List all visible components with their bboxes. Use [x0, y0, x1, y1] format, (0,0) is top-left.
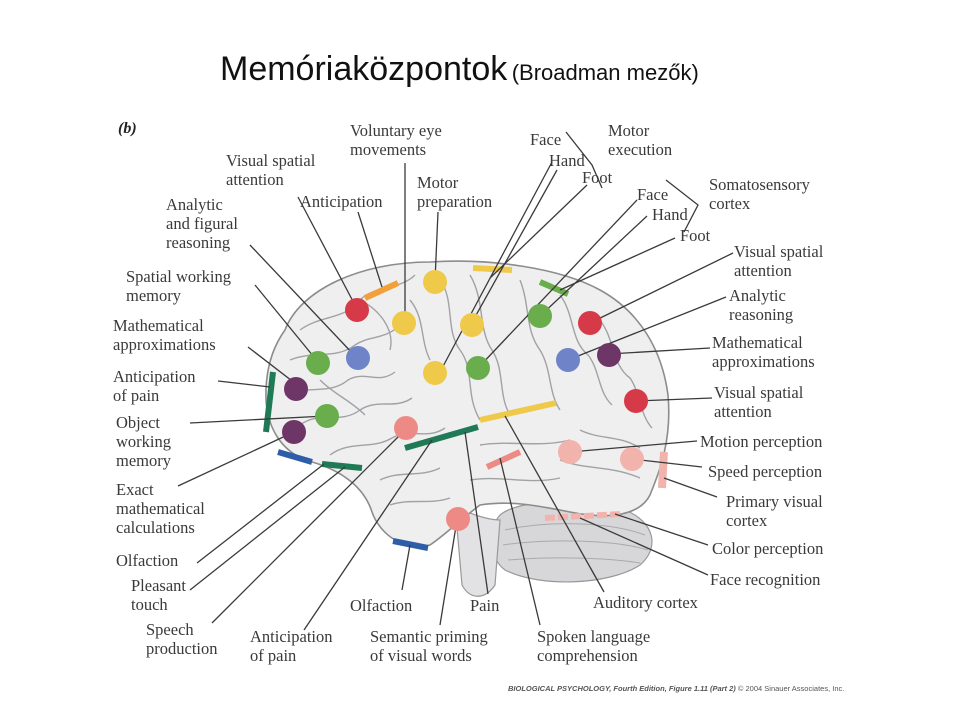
strip-blue-bottom — [392, 538, 429, 551]
label-olfaction-bottom: Olfaction — [350, 596, 412, 615]
title-subtitle: (Broadman mezők) — [511, 60, 699, 85]
label-foot-somato: Foot — [680, 226, 711, 245]
label-pain: Pain — [470, 596, 499, 615]
dot-pink-pain — [446, 507, 470, 531]
activation-dots — [282, 270, 648, 531]
strip-dark-green-bottom — [321, 461, 363, 471]
label-hand-somato: Hand — [652, 205, 688, 224]
label-motion-perception: Motion perception — [700, 432, 822, 451]
credit-copyright: © 2004 Sinauer Associates, Inc. — [737, 684, 845, 693]
dot-green-object-wm — [315, 404, 339, 428]
label-speed-perception: Speed perception — [708, 462, 822, 481]
brainstem — [454, 503, 501, 597]
panel-label: (b) — [118, 120, 137, 137]
dot-purple-exact-math — [282, 420, 306, 444]
dot-pink-speech — [394, 416, 418, 440]
strip-yellow-top — [472, 265, 513, 273]
strip-orange — [363, 280, 400, 301]
cerebellum — [490, 501, 653, 583]
label-foot-motor: Foot — [582, 168, 613, 187]
title-main: Memóriaközpontok — [220, 50, 508, 88]
dot-blue-analytic-figural — [346, 346, 370, 370]
dot-purple-math-right — [597, 343, 621, 367]
slide-title: Memóriaközpontok (Broadman mezők) — [220, 50, 699, 89]
label-face-recognition: Face recognition — [710, 570, 820, 589]
dot-green-spatial-wm — [306, 351, 330, 375]
strip-dark-green-left — [263, 371, 276, 433]
dot-purple-math-left — [284, 377, 308, 401]
dot-light-pink-speed — [620, 447, 644, 471]
dot-red-visual-spatial-right — [624, 389, 648, 413]
label-anticipation: Anticipation — [300, 192, 382, 211]
dot-green-somato — [528, 304, 552, 328]
dot-red-visual-spatial-upper-right — [578, 311, 602, 335]
label-auditory-cortex: Auditory cortex — [593, 593, 699, 612]
dot-yellow-face — [423, 361, 447, 385]
dot-red-visual-spatial — [345, 298, 369, 322]
strip-blue-left — [277, 449, 313, 465]
dot-yellow-hand — [460, 313, 484, 337]
dot-green-face-somato — [466, 356, 490, 380]
label-face-somato: Face — [637, 185, 668, 204]
credit-source: BIOLOGICAL PSYCHOLOGY, Fourth Edition, F… — [508, 684, 736, 693]
figure-credit: BIOLOGICAL PSYCHOLOGY, Fourth Edition, F… — [508, 684, 844, 693]
dot-blue-analytic-right — [556, 348, 580, 372]
dot-light-pink-motion — [558, 440, 582, 464]
label-face-motor: Face — [530, 130, 561, 149]
strip-pink-mid — [485, 449, 522, 470]
strip-dark-green-mid — [404, 424, 479, 451]
strip-light-pink-right — [658, 451, 668, 489]
dot-yellow-eye-movements — [392, 311, 416, 335]
label-hand-motor: Hand — [549, 151, 585, 170]
dot-yellow-motor-prep — [423, 270, 447, 294]
label-color-perception: Color perception — [712, 539, 823, 558]
strip-yellow-mid — [479, 400, 557, 423]
cerebrum — [265, 260, 670, 548]
label-olfaction-left: Olfaction — [116, 551, 178, 570]
